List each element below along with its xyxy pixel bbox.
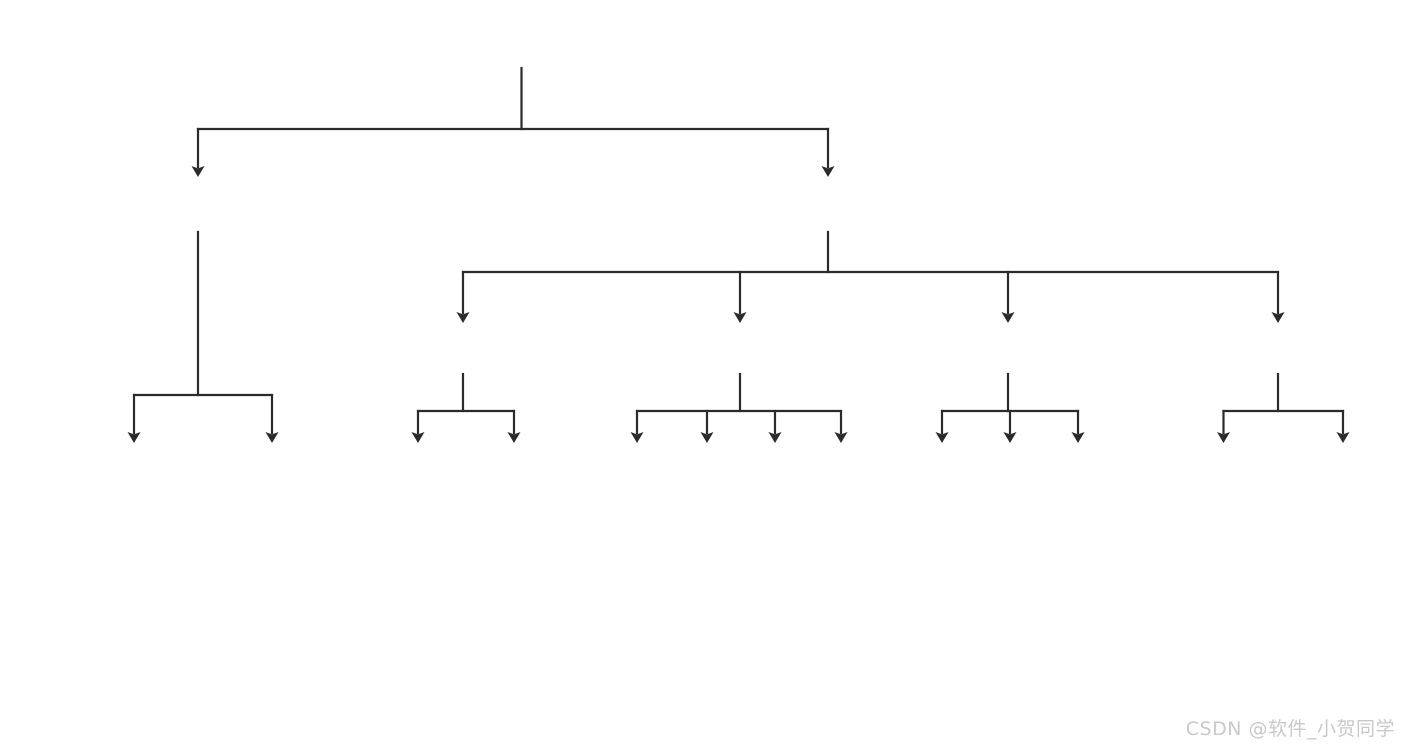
connector-layer [127, 66, 1350, 443]
csdn-watermark: CSDN @软件_小贺同学 [1185, 718, 1395, 740]
